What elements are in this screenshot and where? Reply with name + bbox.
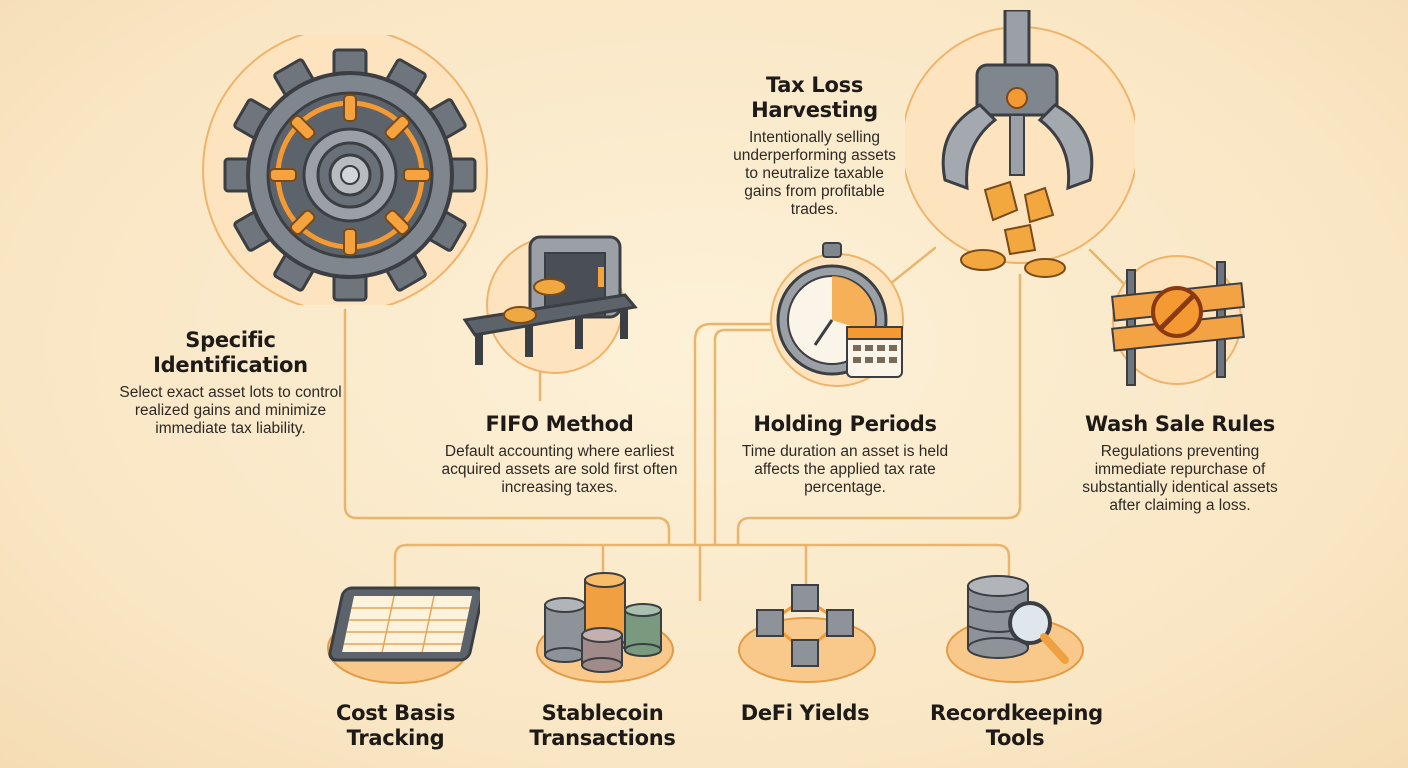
strategy-description: Select exact asset lots to control reali…: [119, 384, 342, 437]
tablet-spreadsheet-icon: [327, 586, 480, 684]
barrier-prohibited-icon: [1110, 255, 1245, 386]
strategy-title: Tax Loss Harvesting: [751, 73, 878, 122]
strategy-wash-sale-rules: Wash Sale Rules Regulations preventing i…: [1065, 412, 1295, 515]
tool-cost-basis-tracking: Cost Basis Tracking: [335, 701, 456, 750]
strategy-description: Regulations preventing immediate repurch…: [1082, 443, 1278, 514]
strategy-title: Holding Periods: [753, 412, 937, 436]
strategy-title: Specific Identification: [153, 328, 308, 377]
strategy-description: Intentionally selling underperforming as…: [733, 129, 896, 218]
stopwatch-calendar-icon: [770, 242, 904, 387]
gear-vault-icon: [202, 35, 488, 305]
database-magnifier-icon: [946, 575, 1084, 683]
conveyor-belt-icon: [462, 235, 638, 374]
strategy-description: Time duration an asset is held affects t…: [741, 443, 949, 496]
strategy-holding-periods: Holding Periods Time duration an asset i…: [730, 412, 960, 497]
tool-stablecoin-transactions: Stablecoin Transactions: [529, 701, 676, 750]
strategy-description: Default accounting where earliest acquir…: [441, 443, 678, 496]
strategy-specific-identification: Specific Identification Select exact ass…: [118, 328, 343, 438]
strategy-title: Wash Sale Rules: [1085, 412, 1275, 436]
strategy-title: FIFO Method: [485, 412, 634, 436]
tool-recordkeeping-tools: Recordkeeping Tools: [930, 701, 1103, 750]
claw-crushing-coins-icon: [905, 10, 1135, 278]
tool-defi-yields: DeFi Yields: [740, 701, 870, 725]
strategy-tax-loss-harvesting: Tax Loss Harvesting Intentionally sellin…: [732, 73, 897, 219]
connected-blocks-icon: [738, 584, 876, 683]
strategy-fifo-method: FIFO Method Default accounting where ear…: [432, 412, 687, 497]
coin-stacks-icon: [536, 572, 674, 683]
